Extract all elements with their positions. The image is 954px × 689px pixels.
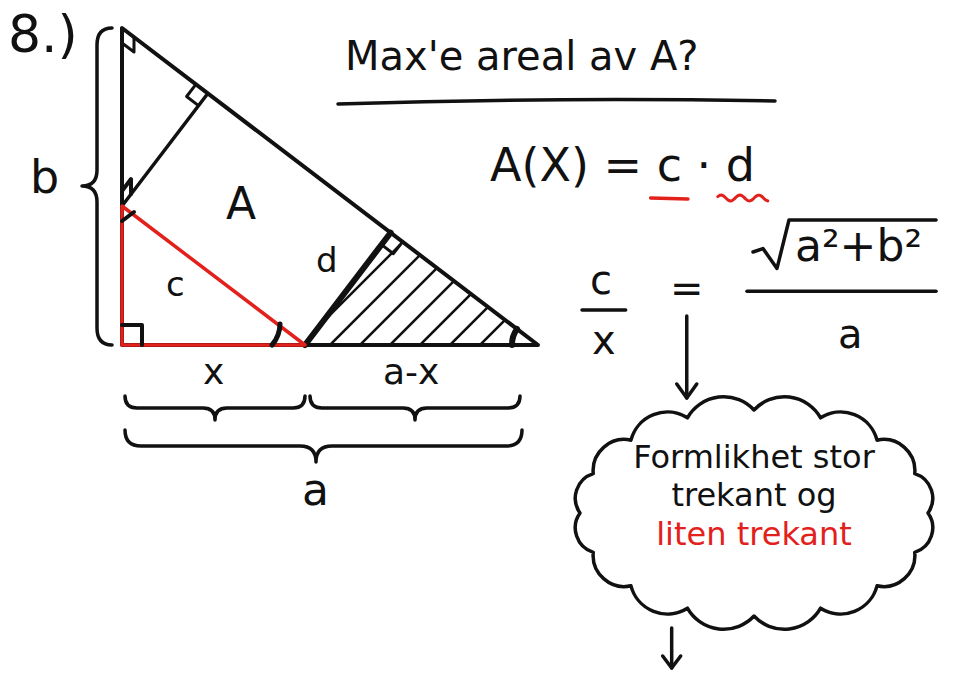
wavy-underline	[718, 195, 768, 201]
fraction-bar	[747, 289, 936, 293]
length-label: x	[203, 352, 224, 392]
brace	[125, 396, 305, 420]
length-label: a-x	[383, 352, 439, 392]
length-label: a	[302, 466, 329, 514]
angle-arc	[272, 324, 280, 345]
problem-number: 8.)	[8, 6, 78, 63]
area-label: A	[226, 180, 256, 228]
equals-sign: =	[670, 266, 704, 310]
title: Max'e areal av A?	[345, 34, 699, 78]
arrow-head	[663, 656, 681, 668]
hatch-line	[450, 245, 550, 345]
formula: A(X) = c · d	[490, 140, 755, 191]
fraction-bar	[582, 308, 626, 312]
underline	[651, 198, 688, 199]
cloud-shape	[575, 397, 932, 629]
cloud-text-highlight: liten trekant	[608, 515, 900, 553]
right-angle-mark	[122, 212, 134, 221]
arrow-head	[677, 384, 697, 398]
fraction-numerator: c	[590, 258, 612, 302]
fraction-denominator: x	[592, 318, 616, 362]
pointer-arrow	[670, 628, 674, 668]
small-triangle	[122, 206, 305, 345]
side-d	[305, 233, 391, 345]
side-label: d	[316, 242, 338, 279]
fraction-denominator: a	[838, 312, 863, 356]
fraction-numerator: a²+b²	[795, 222, 922, 270]
side-label: c	[166, 266, 185, 303]
right-angle-mark	[382, 242, 403, 254]
right-angle-mark	[122, 325, 142, 345]
rectangle-side	[122, 94, 208, 206]
thought-cloud: Formlikhet stor trekant ogliten trekant	[558, 388, 950, 638]
hatch-line	[360, 245, 460, 345]
pointer-arrow	[685, 316, 689, 398]
brace	[125, 430, 522, 462]
right-angle-mark	[122, 179, 131, 194]
right-angle-mark	[187, 85, 199, 106]
title-underline	[338, 100, 775, 104]
brace	[82, 28, 112, 345]
right-angle-mark	[122, 37, 134, 52]
cloud-text: Formlikhet stor trekant og	[608, 438, 900, 515]
brace	[310, 396, 520, 420]
angle-arc	[512, 329, 517, 345]
hatch-line	[480, 245, 580, 345]
side-label: b	[30, 152, 59, 203]
